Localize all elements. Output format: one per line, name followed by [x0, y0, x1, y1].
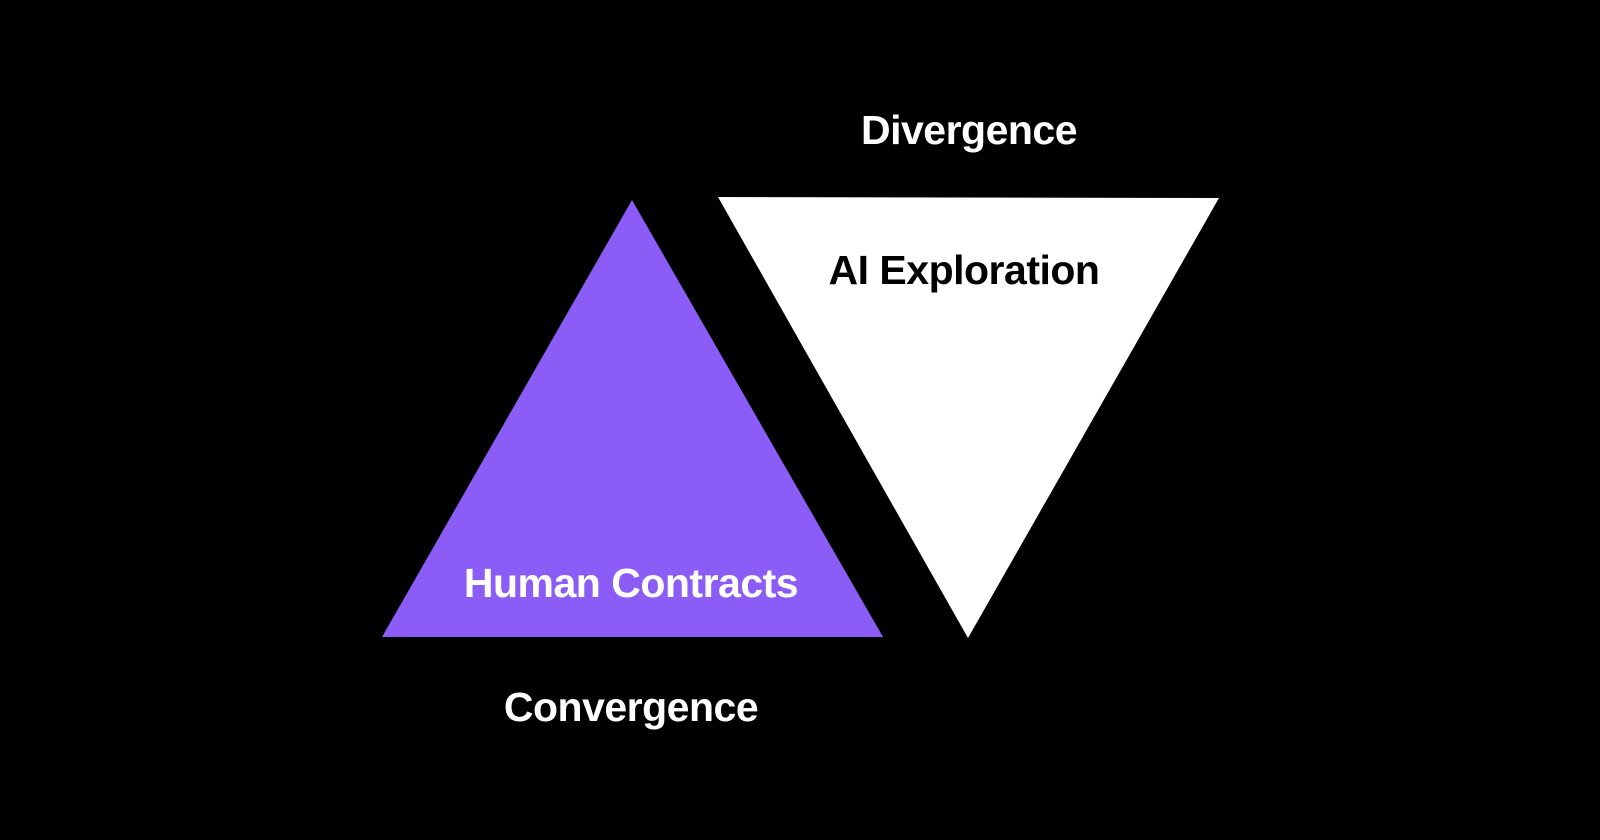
ai-exploration-label: AI Exploration [828, 247, 1100, 293]
human-contracts-label: Human Contracts [463, 560, 799, 606]
ai-exploration-triangle [718, 197, 1219, 638]
convergence-label: Convergence [503, 684, 759, 730]
human-contracts-triangle [382, 200, 883, 637]
divergence-label: Divergence [860, 107, 1078, 153]
